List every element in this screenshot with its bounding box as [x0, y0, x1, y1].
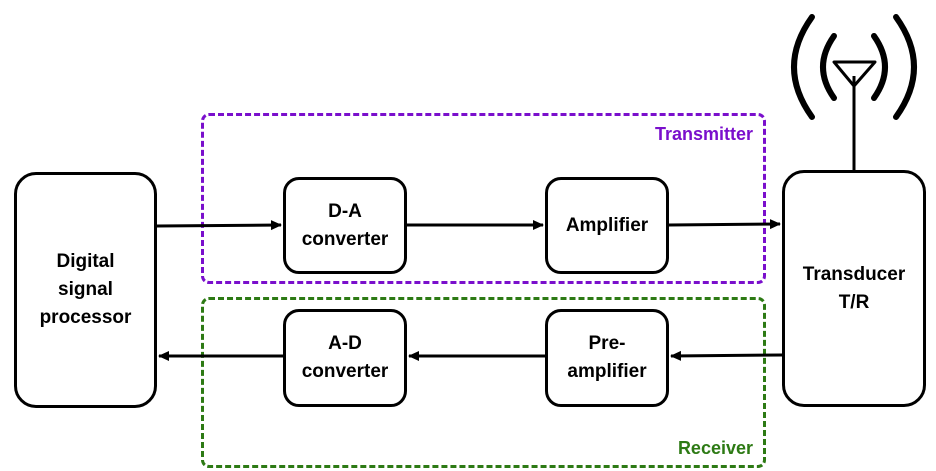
digital-signal-processor-block: Digital signal processor: [14, 172, 157, 408]
da-converter-block: D-A converter: [283, 177, 407, 274]
receiver-group: Receiver: [201, 297, 766, 468]
arrow-amp-to-transducer: [668, 219, 781, 230]
antenna-icon: [791, 14, 917, 170]
receiver-label: Receiver: [677, 438, 753, 458]
transmitter-label: Transmitter: [654, 124, 753, 144]
ad-converter-block: A-D converter: [283, 309, 407, 407]
arrow-dsp-to-da: [156, 220, 282, 231]
preamplifier-block: Pre- amplifier: [545, 309, 669, 407]
transducer-block: Transducer T/R: [782, 170, 926, 407]
transmitter-group: Transmitter: [201, 113, 766, 284]
amplifier-block: Amplifier: [545, 177, 669, 274]
arrow-transducer-to-pre: [670, 350, 783, 361]
